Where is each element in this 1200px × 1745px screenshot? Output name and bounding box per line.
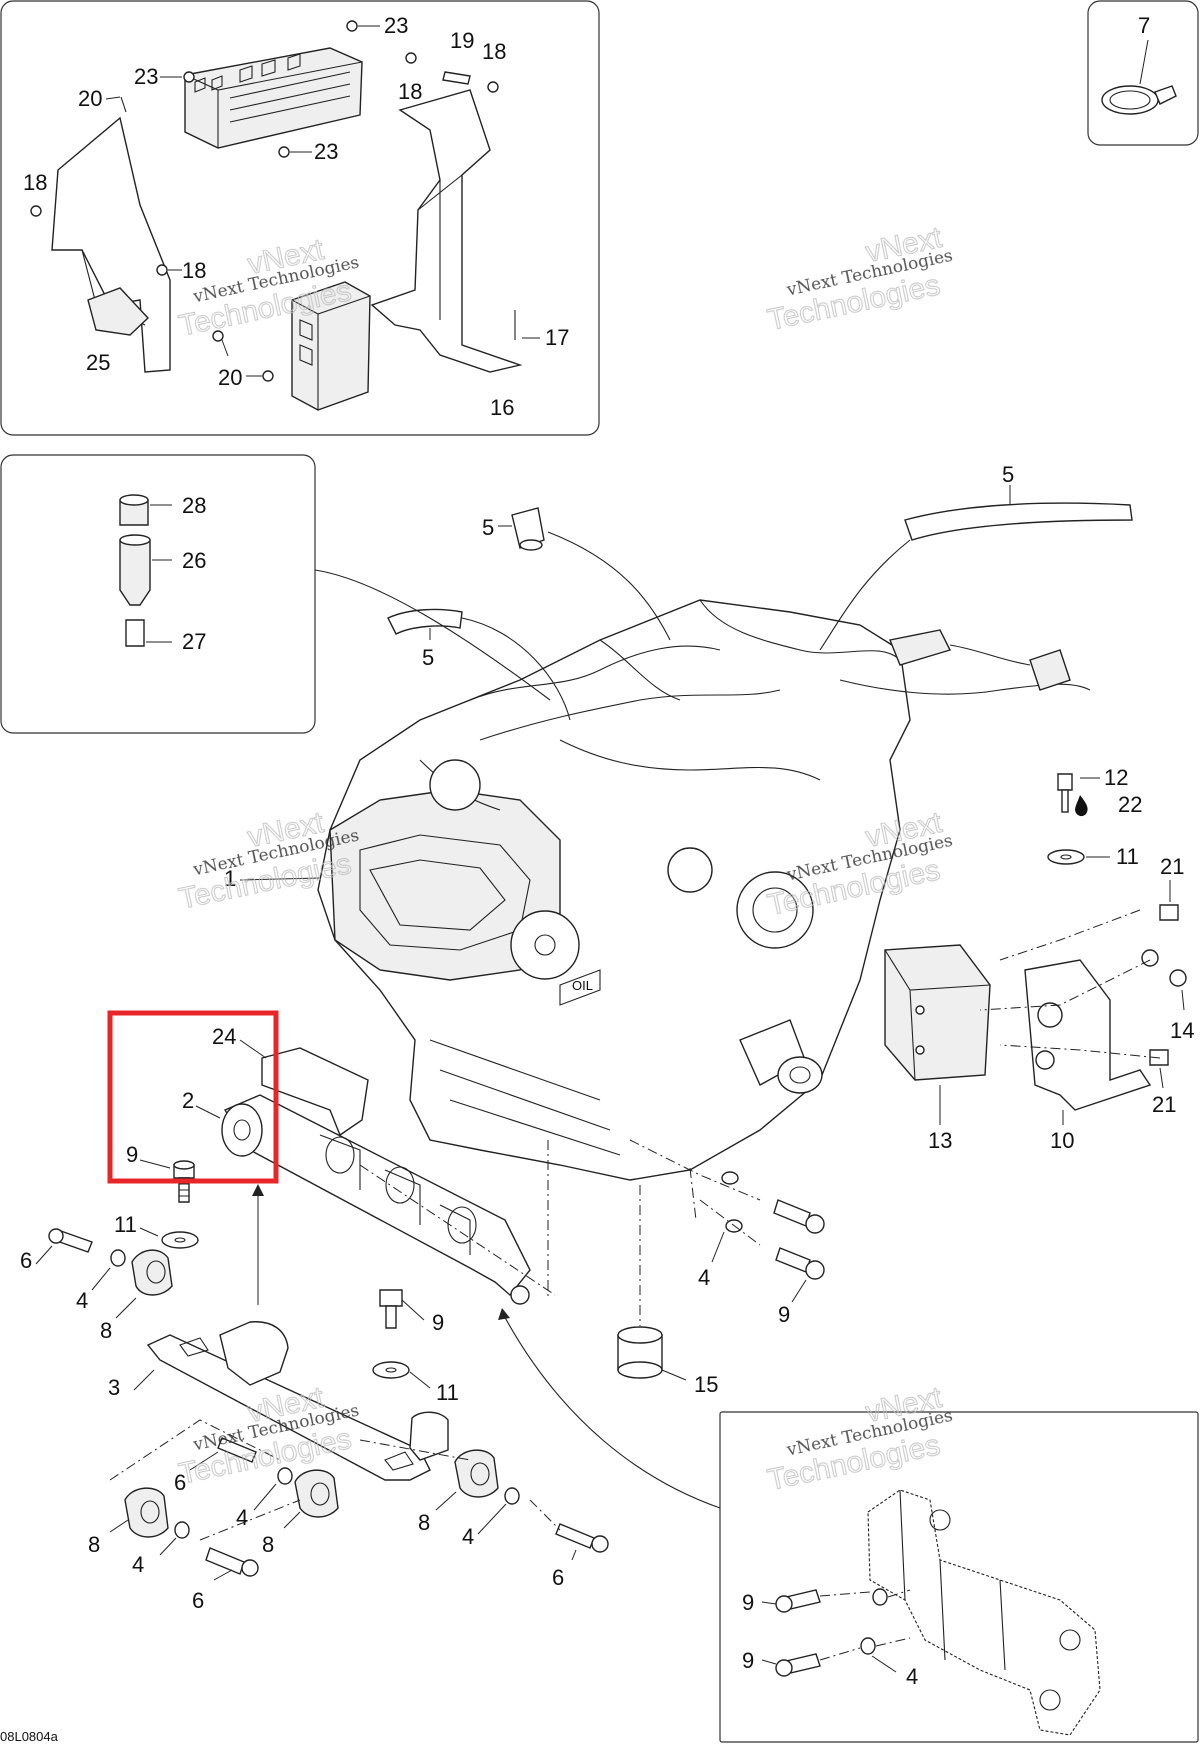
callout-8: 8: [88, 1532, 100, 1557]
callout-18: 18: [182, 258, 206, 283]
callout-9: 9: [778, 1302, 790, 1327]
callout-24: 24: [212, 1024, 236, 1049]
callouts-top-left: 23 23 23 20 18 18 25 20 19 18 18 17 16: [23, 13, 569, 420]
callout-4: 4: [906, 1664, 918, 1689]
callout-4: 4: [236, 1505, 248, 1530]
engine-assembly: OIL 1: [224, 599, 1091, 1181]
electrical-box-group: [30, 20, 523, 411]
electrical-box-panel: [0, 0, 600, 436]
callout-23: 23: [134, 64, 158, 89]
callout-3: 3: [108, 1375, 120, 1400]
callout-26: 26: [182, 548, 206, 573]
callout-11: 11: [114, 1212, 137, 1237]
mount-tool-group: 28 26 27: [119, 493, 206, 654]
hoses-group: 5 5 5: [314, 462, 1133, 721]
callout-6: 6: [192, 1588, 204, 1613]
callout-7: 7: [1138, 13, 1150, 38]
callout-2: 2: [182, 1088, 194, 1113]
callout-4: 4: [132, 1552, 144, 1577]
callout-13: 13: [928, 1128, 952, 1153]
callout-23: 23: [314, 139, 338, 164]
callout-8: 8: [100, 1318, 112, 1343]
callout-25: 25: [86, 350, 110, 375]
callout-4: 4: [462, 1524, 474, 1549]
mount-tool-panel: [0, 454, 316, 734]
bracket-detail: 9 9 4: [498, 1308, 1101, 1736]
callout-20: 20: [78, 86, 102, 111]
callout-21: 21: [1152, 1092, 1176, 1117]
cable-tie: 7: [1101, 13, 1177, 115]
lower-right-fasteners: 4 9 15: [547, 1139, 825, 1397]
callout-9: 9: [432, 1310, 444, 1335]
bracket-detail-panel: [719, 1411, 1199, 1743]
callout-11: 11: [436, 1380, 459, 1405]
callout-9: 9: [742, 1648, 754, 1673]
callout-4: 4: [76, 1288, 88, 1313]
callout-18: 18: [23, 170, 47, 195]
callout-8: 8: [418, 1510, 430, 1535]
callout-28: 28: [182, 493, 206, 518]
callout-14: 14: [1170, 1018, 1194, 1043]
callout-27: 27: [182, 629, 206, 654]
callout-6: 6: [20, 1248, 32, 1273]
callout-6: 6: [174, 1470, 186, 1495]
callout-8: 8: [262, 1532, 274, 1557]
callout-19: 19: [450, 28, 474, 53]
oil-marking: OIL: [572, 978, 593, 993]
callout-5: 5: [1002, 462, 1014, 487]
callout-1: 1: [224, 866, 236, 891]
callout-9: 9: [742, 1590, 754, 1615]
drawing-code: 08L0804a: [0, 1729, 59, 1744]
callout-11: 11: [1116, 844, 1139, 869]
callout-15: 15: [694, 1372, 718, 1397]
callout-5: 5: [482, 515, 494, 540]
front-mount-assembly: 11 6 4 8 3 9 11 6 4 8 4 6 8 8 4 6: [20, 1047, 609, 1613]
callout-10: 10: [1050, 1128, 1074, 1153]
cable-tie-panel: [1087, 0, 1199, 146]
oil-drop-icon: [1075, 795, 1088, 817]
callout-6: 6: [552, 1565, 564, 1590]
callout-21: 21: [1160, 854, 1184, 879]
right-mount-group: 13 10 12 22 11 21 14 21: [884, 765, 1194, 1153]
callout-4: 4: [698, 1265, 710, 1290]
callout-12: 12: [1104, 765, 1128, 790]
callout-18: 18: [398, 79, 422, 104]
callout-16: 16: [490, 395, 514, 420]
callout-9: 9: [126, 1142, 138, 1167]
callout-5: 5: [422, 645, 434, 670]
callout-22: 22: [1118, 792, 1142, 817]
callout-18: 18: [482, 39, 506, 64]
callout-17: 17: [545, 325, 569, 350]
highlight-box: 24 2 9: [107, 1010, 279, 1184]
callout-23: 23: [384, 13, 408, 38]
callout-20: 20: [218, 365, 242, 390]
